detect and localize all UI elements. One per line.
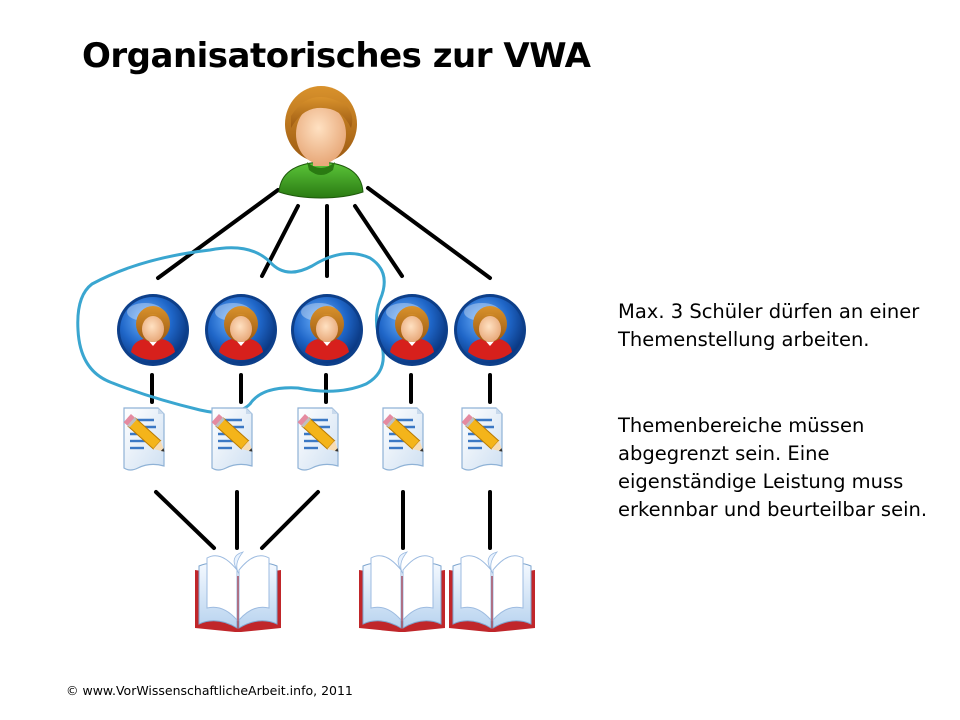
connector-line [366,186,492,280]
student-avatar-icon [117,294,189,366]
open-book-icon [448,551,536,633]
student-group-outline [76,246,386,415]
copyright-footer: © www.VorWissenschaftlicheArbeit.info, 2… [66,683,353,698]
books [194,551,536,633]
note-topic-scope: Themenbereiche müssen abgegrenzt sein. E… [618,414,928,521]
connector-line [156,188,280,280]
student-paper-connectors [150,373,492,404]
document-pencil-icon [210,406,258,472]
connector-line [260,490,320,550]
open-book-icon [358,551,446,633]
papers [122,406,508,472]
note-group-size: Max. 3 Schüler dürfen an einer Themenste… [618,300,920,351]
slide-title: Organisatorisches zur VWA [82,36,591,76]
connector-line [353,204,404,278]
document-pencil-icon [296,406,344,472]
students [117,294,526,366]
document-pencil-icon [460,406,508,472]
document-pencil-icon [381,406,429,472]
teacher-student-connectors [156,186,492,280]
document-pencil-icon [122,406,170,472]
open-book-icon [194,551,282,633]
connector-line [154,490,216,550]
student-avatar-icon [454,294,526,366]
connector-line [260,204,300,278]
student-avatar-icon [205,294,277,366]
student-avatar-icon [291,294,363,366]
paper-book-connectors [154,490,492,550]
student-avatar-icon [376,294,448,366]
teacher-person-icon [278,86,364,199]
